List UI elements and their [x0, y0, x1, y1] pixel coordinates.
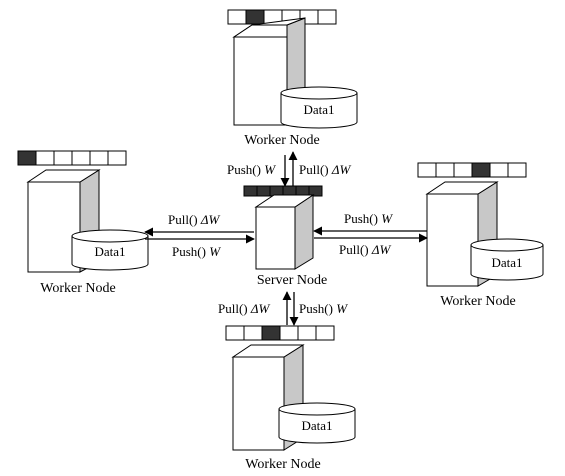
server-tower [232, 17, 306, 126]
param-cell [417, 162, 437, 178]
param-cell-active [261, 325, 281, 341]
worker-node-bottom: Data1 Worker Node [225, 325, 356, 472]
server-node-label: Server Node [257, 273, 327, 288]
param-cell-active [308, 185, 323, 197]
link-left: Pull() ΔW Push() W [144, 212, 255, 259]
pull-label: Pull() ΔW [218, 301, 271, 316]
database-cylinder: Data1 [278, 402, 356, 444]
server-node: Server Node [243, 185, 327, 288]
link-right: Push() W Pull() ΔW [313, 211, 428, 257]
param-cell [489, 162, 509, 178]
param-cell [225, 325, 245, 341]
param-cell [227, 9, 247, 25]
worker-node-label: Worker Node [440, 294, 515, 309]
param-cell-active [256, 185, 271, 197]
server-tower [254, 194, 315, 270]
database-cylinder: Data1 [71, 229, 149, 271]
param-cell-active [471, 162, 491, 178]
push-label: Push() W [299, 301, 348, 316]
param-cell [435, 162, 455, 178]
pull-label: Pull() ΔW [299, 162, 352, 177]
param-bar-left [17, 150, 127, 166]
param-cell [297, 325, 317, 341]
link-bottom: Pull() ΔW Push() W [218, 291, 348, 326]
pull-label: Pull() ΔW [339, 242, 392, 257]
link-top: Push() W Pull() ΔW [227, 151, 352, 187]
param-cell [453, 162, 473, 178]
param-cell [243, 325, 263, 341]
push-label: Push() W [344, 211, 393, 226]
param-cell-active [245, 9, 265, 25]
param-cell [315, 325, 335, 341]
worker-node-label: Worker Node [244, 133, 319, 148]
pull-label: Pull() ΔW [168, 212, 221, 227]
database-cylinder: Data1 [470, 238, 544, 281]
param-cell [317, 9, 337, 25]
push-label: Push() W [227, 162, 276, 177]
worker-node-label: Worker Node [40, 281, 115, 296]
param-cell [507, 162, 527, 178]
data-label: Data1 [491, 255, 522, 270]
database-cylinder: Data1 [280, 86, 358, 129]
worker-node-top: Data1 Worker Node [227, 9, 358, 148]
param-cell [107, 150, 127, 166]
data-label: Data1 [94, 244, 125, 259]
param-cell [89, 150, 109, 166]
worker-node-label: Worker Node [245, 457, 320, 472]
param-cell [53, 150, 73, 166]
param-bar-server [243, 185, 323, 197]
param-cell-active [243, 185, 258, 197]
param-cell-active [17, 150, 37, 166]
param-cell [71, 150, 91, 166]
param-cell [279, 325, 299, 341]
push-label: Push() W [172, 244, 221, 259]
worker-node-right: Data1 Worker Node [417, 162, 544, 309]
server-tower [231, 344, 305, 451]
data-label: Data1 [303, 102, 334, 117]
worker-node-left: Data1 Worker Node [17, 150, 149, 296]
data-label: Data1 [301, 418, 332, 433]
param-bar-bottom [225, 325, 335, 341]
param-cell [35, 150, 55, 166]
param-bar-right [417, 162, 527, 178]
